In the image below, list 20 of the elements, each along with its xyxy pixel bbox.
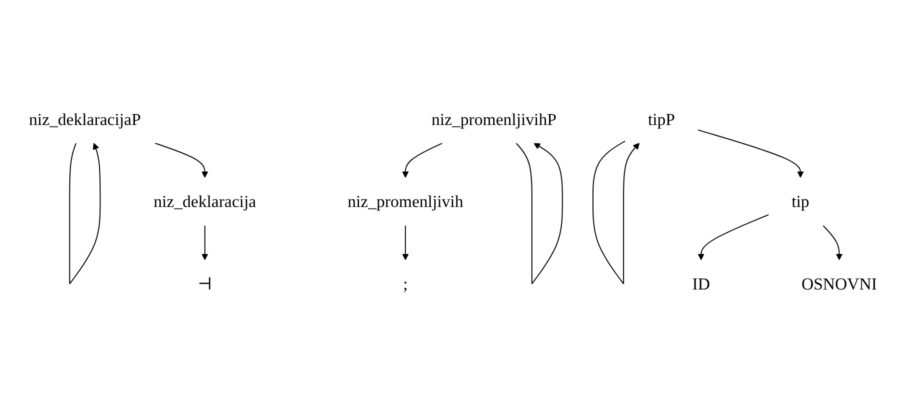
node-text: niz_promenljivihP — [432, 110, 556, 129]
arrow — [698, 214, 770, 260]
arrow — [402, 225, 409, 260]
node-text: niz_deklaracija — [154, 192, 256, 212]
node-text: ID — [692, 274, 710, 294]
arrow — [592, 140, 640, 284]
node-text: niz_deklaracijaP — [29, 110, 141, 129]
arrow — [154, 142, 208, 178]
arrow — [202, 225, 208, 260]
arrow — [402, 142, 443, 178]
arrow — [697, 129, 804, 178]
node-text: OSNOVNI — [801, 274, 877, 294]
arrow — [822, 225, 843, 260]
node-text: niz_promenljivih — [348, 192, 464, 212]
node-text: ; — [403, 274, 408, 294]
arrow — [69, 142, 101, 284]
node-text: tipP — [648, 110, 676, 129]
arrow — [516, 142, 563, 284]
node-text: tip — [792, 192, 810, 212]
node-text: ⊣ — [198, 274, 212, 294]
